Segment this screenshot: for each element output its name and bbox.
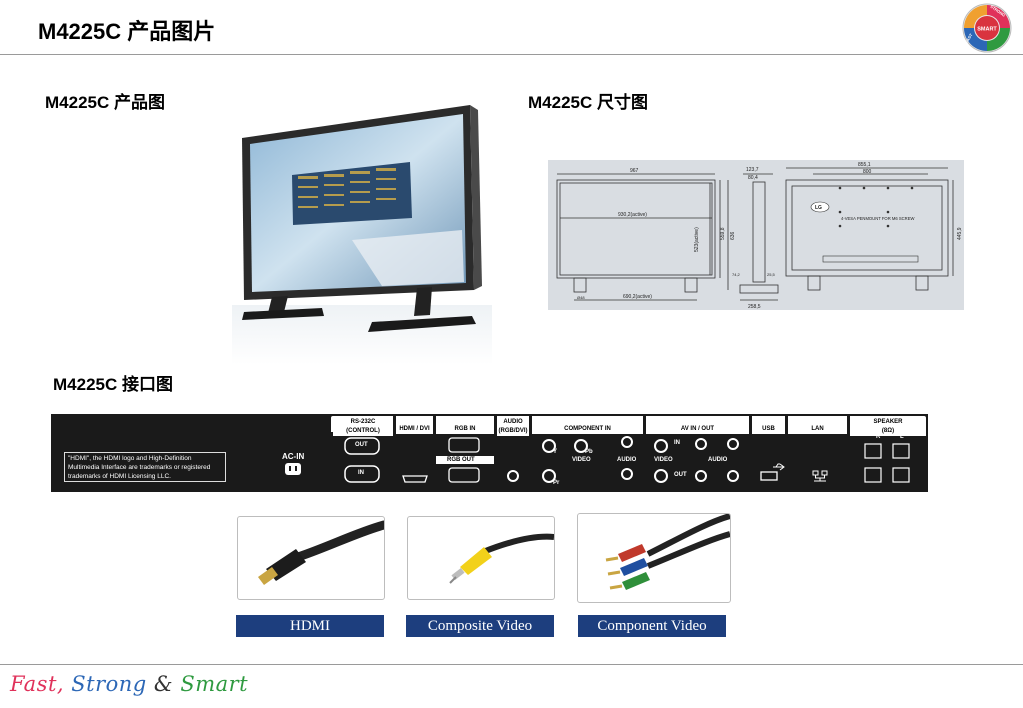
port-speaker-label: SPEAKER(8Ω): [850, 418, 926, 436]
svg-text:855,1: 855,1: [858, 162, 871, 168]
page-title: M4225C 产品图片: [38, 19, 216, 44]
av-in-label: IN: [674, 440, 680, 446]
port-component-in-label: COMPONENT IN: [532, 425, 643, 434]
svg-text:523(active): 523(active): [694, 227, 700, 252]
svg-text:559,8: 559,8: [720, 227, 726, 240]
svg-text:445,9: 445,9: [957, 227, 963, 240]
header-divider: [0, 54, 1023, 55]
composite-cable-icon: [449, 533, 554, 584]
dimension-drawing: 967 930,2(active) 523(active) 559,8 636 …: [548, 160, 964, 310]
svg-text:258,5: 258,5: [748, 304, 761, 310]
svg-text:967: 967: [630, 168, 639, 174]
port-lan-label: LAN: [788, 425, 847, 434]
svg-text:74,2: 74,2: [732, 272, 741, 277]
caption-component-video: Component Video: [578, 615, 726, 637]
speaker-r-label: R: [876, 434, 881, 440]
svg-text:Ø48: Ø48: [577, 295, 585, 300]
av-audio-label: AUDIO: [708, 457, 728, 463]
component-y-label: Y: [553, 449, 558, 455]
port-rgb-in-label: RGB IN: [436, 425, 494, 434]
slogan-fast: Fast,: [10, 672, 65, 696]
component-video-label: VIDEO: [572, 457, 591, 463]
svg-text:123,7: 123,7: [746, 167, 759, 173]
component-pr-label: Pr: [553, 480, 560, 486]
svg-text:25,5: 25,5: [767, 272, 776, 277]
caption-composite-video: Composite Video: [406, 615, 554, 637]
svg-text:FAST: FAST: [964, 32, 974, 44]
port-audio-label: AUDIO(RGB/DVI): [497, 418, 529, 436]
av-video-label: VIDEO: [654, 457, 673, 463]
hdmi-trademark-note: "HDMI", the HDMI logo and High-Definitio…: [64, 452, 226, 482]
rs232-out-label: OUT: [355, 442, 368, 448]
section-dimension-heading: M4225C 尺寸图: [528, 93, 648, 112]
usb-icon: [773, 463, 785, 471]
svg-text:930,2(active): 930,2(active): [618, 212, 647, 218]
svg-text:800: 800: [863, 169, 872, 175]
hdmi-cable-image: [237, 516, 385, 600]
port-rs232c-label: RS-232C(CONTROL): [333, 418, 393, 436]
composite-cable-image: [407, 516, 555, 600]
svg-text:LG: LG: [815, 205, 822, 211]
component-cable-image: [577, 513, 731, 603]
slogan-smart: Smart: [180, 672, 249, 696]
ac-in-label: AC-IN: [282, 452, 305, 461]
port-usb-label: USB: [752, 425, 785, 434]
svg-text:SMART: SMART: [977, 27, 997, 33]
slogan-strong: Strong: [71, 672, 147, 696]
monitor-product-image: [232, 105, 492, 365]
power-socket-icon: [285, 463, 302, 475]
footer-slogan: Fast, Strong & Smart: [10, 672, 248, 696]
component-pb-label: Pb: [585, 449, 593, 455]
rgb-out-label: RGB OUT: [447, 457, 475, 463]
component-cable-icon: [605, 514, 730, 590]
caption-hdmi: HDMI: [236, 615, 384, 637]
rs232-in-label: IN: [358, 470, 364, 476]
lan-icon: [812, 470, 828, 482]
hdmi-cable-icon: [258, 520, 384, 585]
section-interface-heading: M4225C 接口图: [53, 375, 173, 394]
footer-divider: [0, 664, 1023, 665]
svg-text:690,2(active): 690,2(active): [623, 294, 652, 300]
speaker-l-label: L: [900, 434, 904, 440]
component-audio-label: AUDIO: [617, 457, 637, 463]
port-av-in-out-label: AV IN / OUT: [646, 425, 749, 434]
slogan-amp: &: [153, 672, 174, 696]
ports-diagram: [331, 416, 926, 490]
section-product-heading: M4225C 产品图: [45, 93, 165, 112]
svg-text:80,4: 80,4: [748, 175, 758, 181]
av-out-label: OUT: [674, 472, 687, 478]
svg-text:4-VESA PENMOUNT FOR M6 SCREW: 4-VESA PENMOUNT FOR M6 SCREW: [841, 216, 914, 221]
brand-logo-icon: SMART STRONG FAST: [962, 3, 1012, 53]
port-hdmi-dvi-label: HDMI / DVI: [396, 425, 433, 434]
ac-in-port: AC-IN: [282, 452, 304, 479]
svg-text:636: 636: [730, 231, 736, 240]
